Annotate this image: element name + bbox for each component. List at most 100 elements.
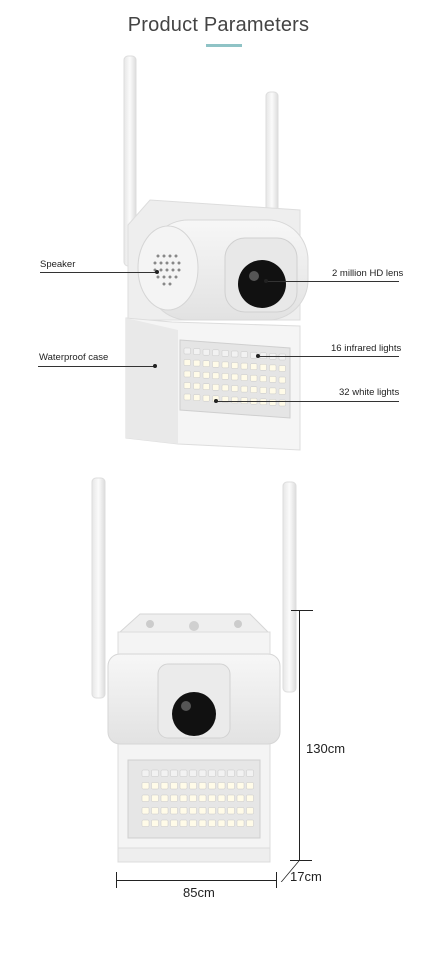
led (221, 384, 229, 392)
led (179, 782, 188, 790)
led (198, 807, 207, 815)
width-tick-left (116, 872, 117, 888)
led (240, 351, 248, 358)
led (170, 794, 178, 802)
led (221, 396, 229, 403)
led (189, 769, 197, 777)
led (179, 807, 188, 815)
led (198, 819, 207, 827)
led (193, 394, 201, 401)
height-value: 130cm (306, 741, 346, 756)
depth-tick (290, 860, 312, 861)
led (183, 393, 191, 401)
led (269, 387, 277, 395)
infrared-dot (256, 354, 260, 358)
white-label: 32 white lights (339, 387, 400, 398)
led (217, 782, 226, 790)
led (246, 769, 254, 777)
led (227, 807, 235, 815)
led (193, 348, 201, 355)
led (202, 394, 210, 402)
led (227, 819, 235, 827)
led (193, 359, 201, 367)
led (278, 365, 286, 372)
led (212, 349, 220, 357)
led (259, 352, 267, 360)
led (259, 387, 267, 394)
led (236, 769, 245, 777)
infrared-leader (258, 356, 399, 357)
lens-leader (266, 281, 399, 282)
led (227, 769, 235, 777)
white-dot (214, 399, 218, 403)
led (141, 769, 150, 777)
led (170, 807, 178, 815)
led (250, 363, 258, 370)
width-value: 85cm (183, 885, 215, 900)
led (198, 769, 207, 777)
led (198, 782, 207, 790)
led (278, 353, 286, 361)
led (193, 371, 201, 378)
led (259, 364, 267, 371)
led (170, 769, 178, 777)
led (202, 348, 210, 356)
waterproof-leader (38, 366, 156, 367)
led (160, 807, 169, 815)
led (269, 376, 277, 383)
led (250, 374, 258, 382)
led (189, 794, 197, 802)
led (179, 769, 188, 777)
led (236, 807, 245, 815)
led (141, 794, 150, 802)
lens (172, 692, 216, 736)
led (202, 383, 210, 390)
led (240, 362, 248, 370)
led (179, 794, 188, 802)
led (151, 807, 159, 815)
led (208, 769, 216, 777)
led (183, 359, 191, 366)
speaker-leader (40, 272, 158, 273)
lens-dot (264, 279, 268, 283)
led (231, 373, 239, 381)
led (217, 807, 226, 815)
led (269, 364, 277, 372)
led (183, 382, 191, 389)
led (208, 819, 216, 827)
led (246, 807, 254, 815)
led (160, 782, 169, 790)
depth-value: 17cm (290, 869, 322, 884)
led (141, 819, 150, 827)
antenna-left (91, 477, 106, 699)
lens-label: 2 million HD lens (332, 268, 404, 279)
led (278, 376, 286, 384)
led (170, 819, 178, 827)
led (246, 794, 254, 802)
waterproof-label: Waterproof case (39, 352, 109, 363)
led (236, 794, 245, 802)
led (240, 374, 248, 381)
led (246, 782, 254, 790)
speaker-label: Speaker (40, 259, 76, 270)
bottom-led-grid (141, 769, 254, 827)
led (212, 372, 220, 380)
led (217, 794, 226, 802)
white-leader (216, 401, 399, 402)
antenna-right (282, 481, 297, 693)
led (183, 370, 191, 378)
led (231, 350, 239, 358)
infrared-label: 16 infrared lights (331, 343, 402, 354)
led (231, 396, 239, 404)
led (141, 782, 150, 790)
led (160, 794, 169, 802)
page-title: Product Parameters (127, 14, 310, 36)
led (189, 807, 197, 815)
height-dimension-line (299, 610, 300, 860)
led (151, 819, 159, 827)
led (160, 819, 169, 827)
led (198, 794, 207, 802)
led (193, 382, 201, 390)
led (231, 385, 239, 392)
